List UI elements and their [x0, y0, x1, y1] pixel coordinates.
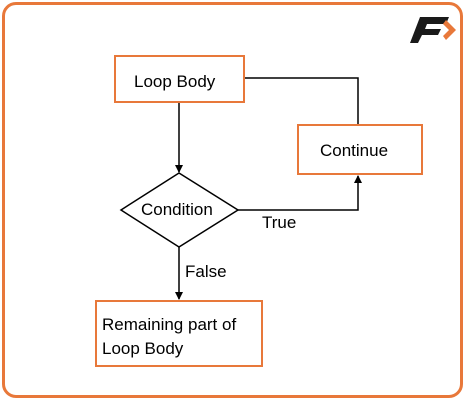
remaining-node: Remaining part of Loop Body: [95, 300, 263, 367]
continue-node: Continue: [297, 124, 423, 175]
condition-label: Condition: [141, 200, 213, 219]
condition-diamond: [119, 172, 240, 248]
continue-label: Continue: [320, 141, 389, 160]
loop-body-label: Loop Body: [134, 72, 216, 91]
remaining-label: Remaining part of Loop Body: [102, 315, 237, 358]
false-edge-label: False: [185, 262, 227, 281]
loop-body-node: Loop Body: [114, 55, 245, 103]
brand-logo-icon: [410, 17, 456, 43]
edge-condition-to-continue: [238, 175, 362, 211]
edge-loopbody-to-continue: [245, 77, 359, 124]
true-edge-label: True: [262, 213, 297, 232]
